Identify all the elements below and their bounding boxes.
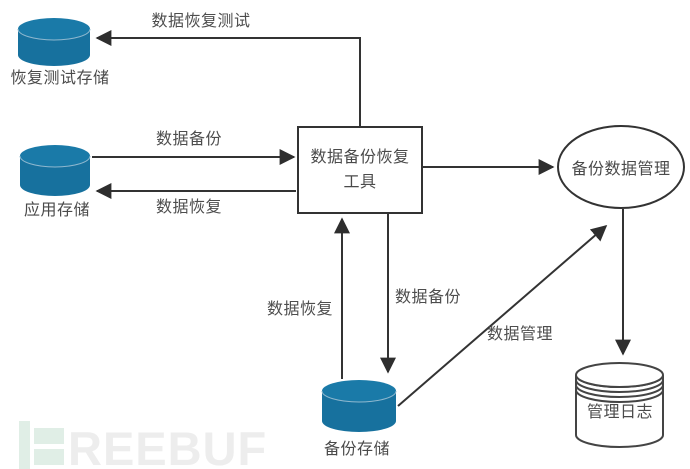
- cylinder-disk-line: [575, 389, 664, 403]
- freebuf-logo-mark: [19, 421, 30, 469]
- backup-mgmt-label-text: 备份数据管理: [571, 161, 671, 178]
- cylinder-top: [575, 362, 664, 388]
- cylinder-highlight: [17, 28, 91, 41]
- freebuf-logo-mark: [34, 428, 64, 465]
- cylinder-body: [322, 391, 396, 432]
- edge-backup-from-app-label: 数据备份: [155, 131, 222, 148]
- edge-recovery-test-arrow: [95, 30, 361, 128]
- freebuf-logo-bar: [34, 449, 64, 465]
- cylinder-body: [18, 29, 90, 66]
- edge-data-mgmt-arrow: [397, 224, 608, 407]
- edge-data-mgmt-label: 数据管理: [486, 326, 553, 343]
- edge-recover-from-backup-label: 数据恢复: [266, 301, 333, 318]
- recovery-test-storage-cylinder: [17, 18, 91, 66]
- edge-recover-to-app-label: 数据恢复: [155, 199, 222, 216]
- cylinder-top: [20, 145, 90, 167]
- edge-recovery-test-label: 数据恢复测试: [151, 13, 251, 30]
- cylinder-top: [18, 18, 90, 40]
- cylinder-highlight: [19, 155, 91, 168]
- backup-tool-label-line2: 工具: [343, 174, 377, 191]
- mgmt-log-cylinder: [575, 362, 664, 448]
- cylinder-top: [322, 380, 396, 402]
- freebuf-watermark-text: REEBUF: [68, 422, 268, 469]
- backup-mgmt-label: 备份数据管理: [559, 127, 683, 207]
- cylinder-highlight: [321, 390, 397, 403]
- backup-storage-label: 备份存储: [323, 441, 390, 458]
- backup-storage-cylinder: [321, 380, 397, 432]
- backup-mgmt-ellipse: [557, 125, 685, 209]
- backup-tool-label-line1: 数据备份恢复: [310, 149, 410, 166]
- freebuf-logo-bar: [34, 428, 64, 444]
- cylinder-disk-line: [575, 384, 664, 398]
- app-storage-cylinder: [19, 145, 91, 196]
- edge-backup-to-storage-label: 数据备份: [394, 289, 461, 306]
- mgmt-log-label: 管理日志: [586, 404, 653, 421]
- app-storage-label: 应用存储: [23, 202, 90, 219]
- cylinder-disk-line: [575, 379, 664, 393]
- freebuf-watermark: REEBUF: [19, 421, 267, 469]
- edges: [92, 30, 631, 407]
- backup-tool-label: 数据备份恢复 工具: [298, 127, 422, 213]
- backup-tool-box: [297, 126, 423, 214]
- recovery-test-storage-label: 恢复测试存储: [10, 70, 110, 87]
